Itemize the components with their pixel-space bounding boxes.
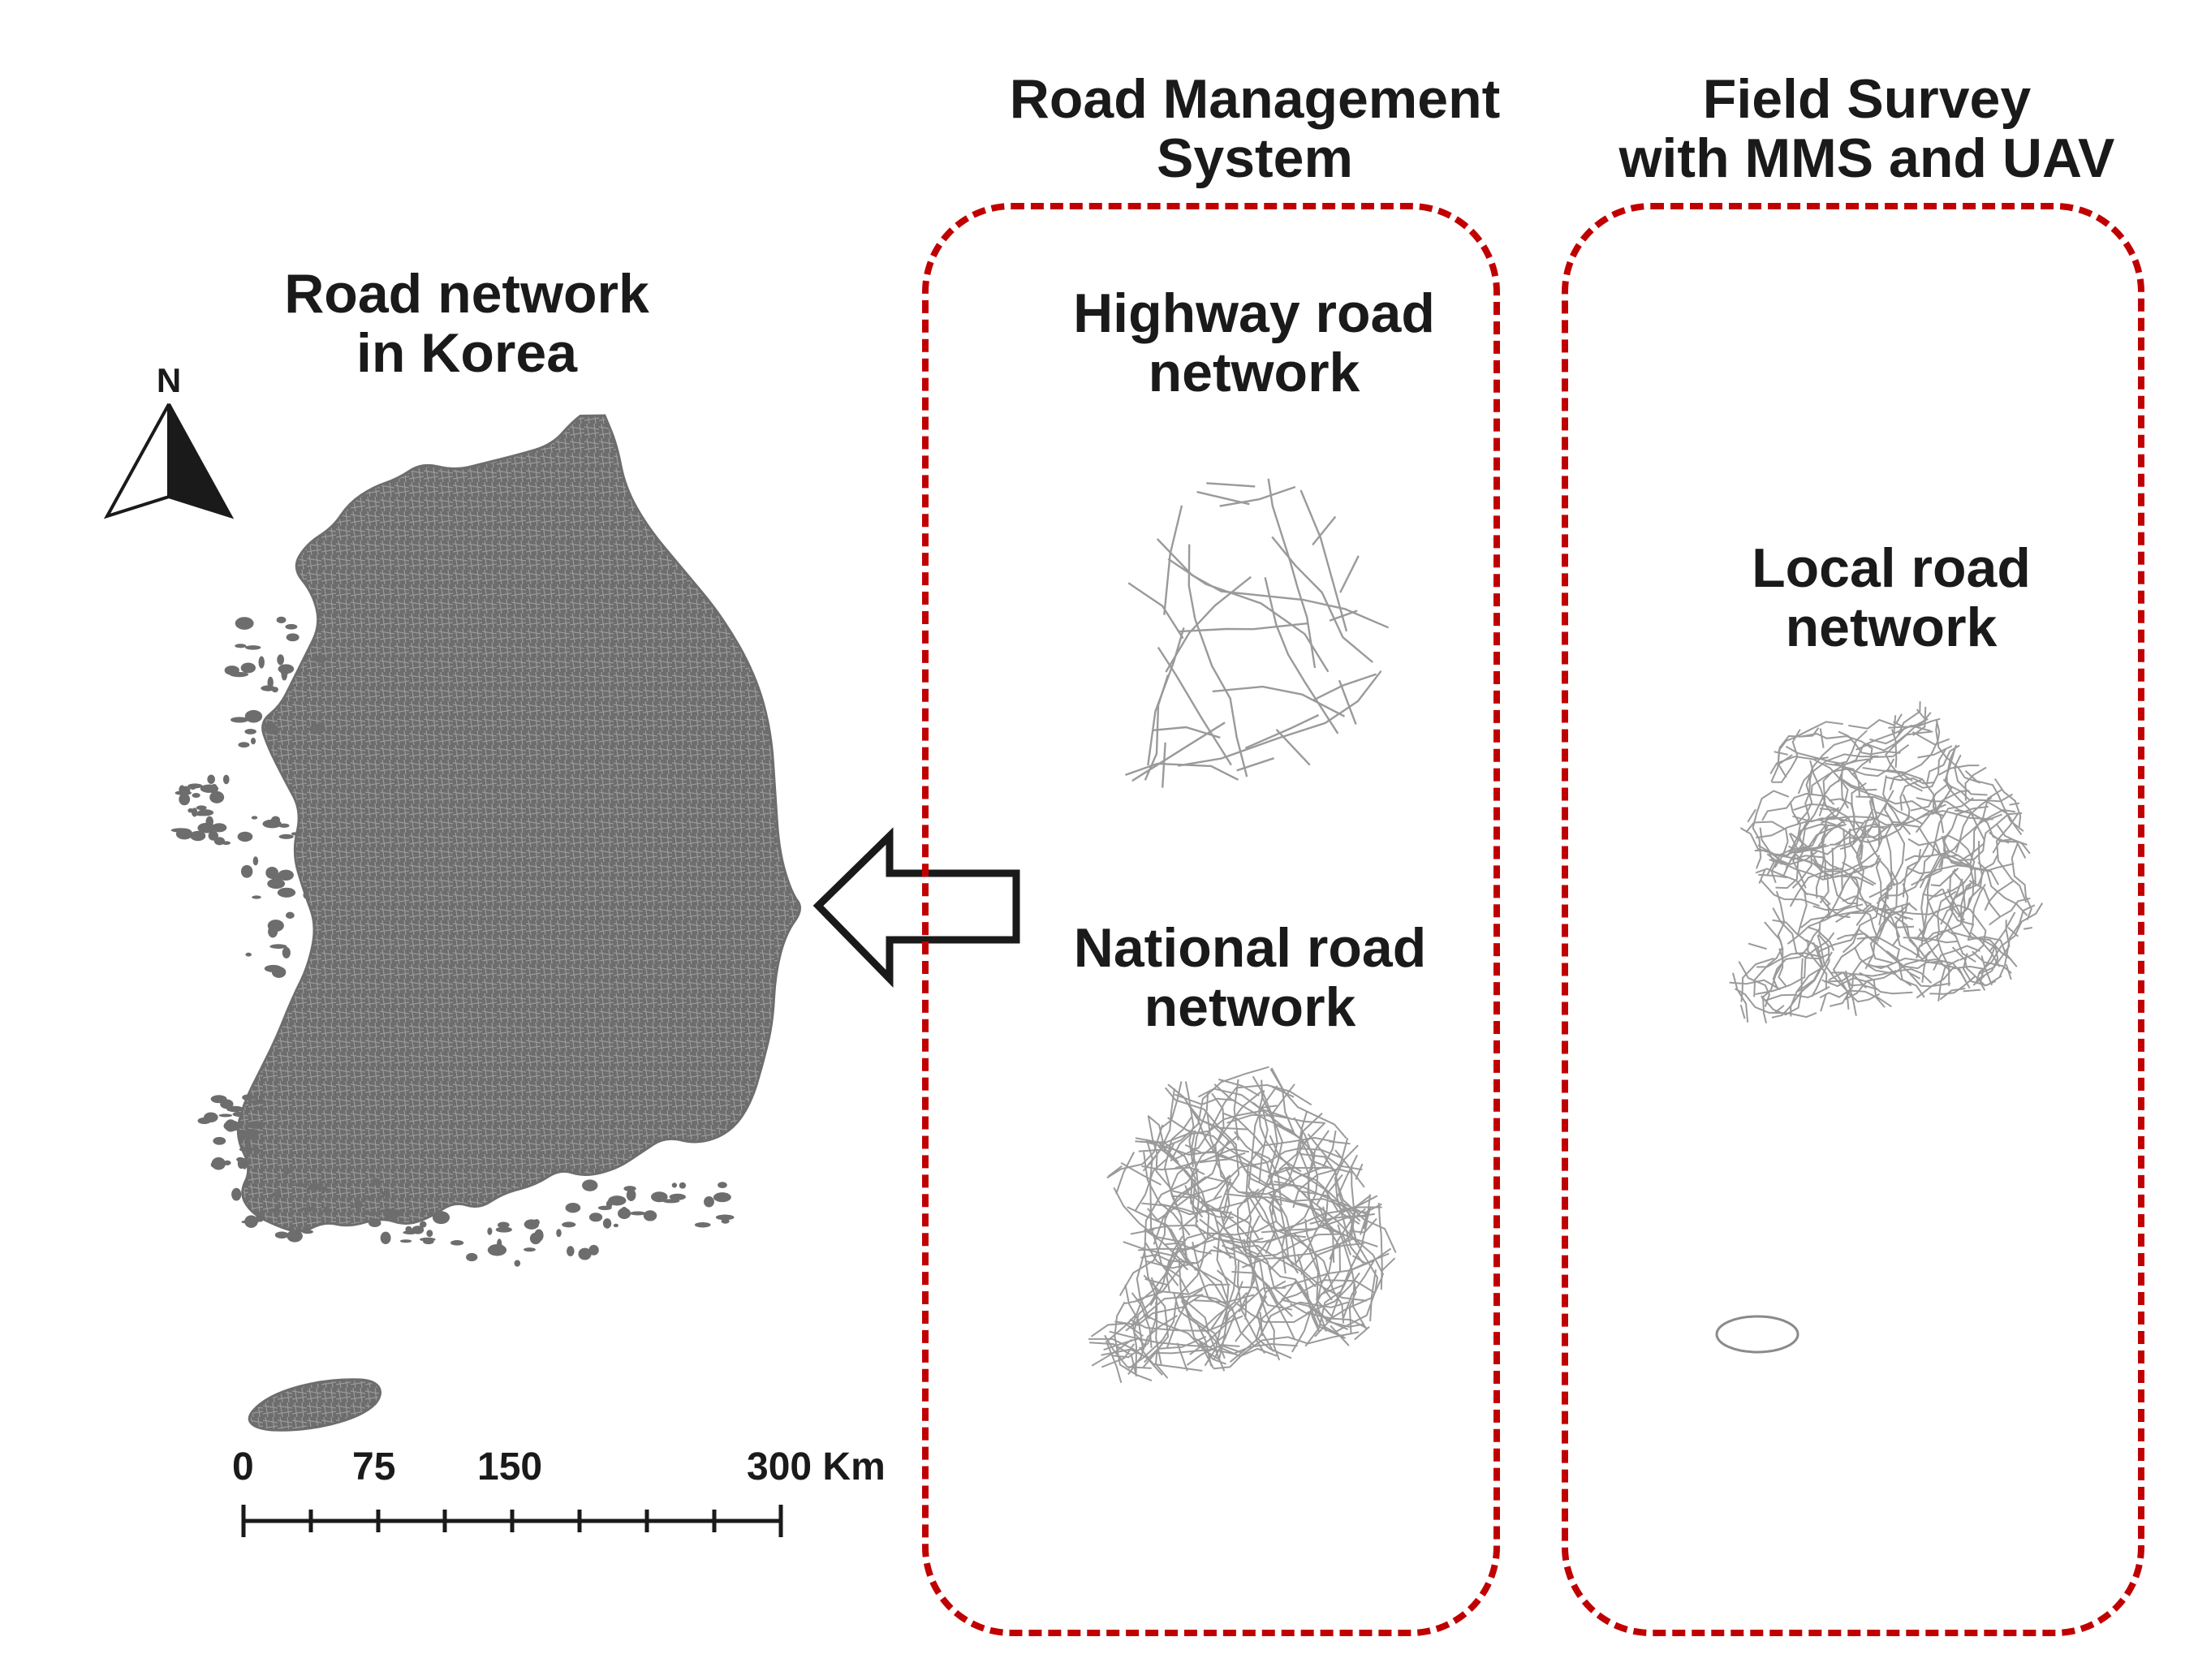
jeju-island xyxy=(248,1378,381,1432)
field-survey-header: Field Survey with MMS and UAV xyxy=(1618,68,2115,190)
rms-header: Road Management System xyxy=(1009,68,1501,190)
national-road-network xyxy=(1088,1066,1397,1384)
korea-coastal-islands xyxy=(170,616,735,1267)
local-network-title: Local road network xyxy=(1752,537,2031,659)
north-arrow-icon xyxy=(103,403,235,519)
local-road-network xyxy=(1715,701,2044,1354)
field-survey-box xyxy=(1562,203,2144,1636)
scale-label-150: 150 xyxy=(477,1445,543,1488)
korea-map-title: Road network in Korea xyxy=(284,263,649,385)
north-arrow-label: N xyxy=(156,361,182,399)
scale-label-300km: 300 Km xyxy=(747,1445,886,1488)
highway-network-title: Highway road network xyxy=(1073,282,1435,404)
hollow-arrow-icon xyxy=(812,827,1020,989)
road-management-system-box xyxy=(922,203,1500,1636)
korea-mainland xyxy=(236,414,802,1233)
scale-bar xyxy=(241,1505,783,1537)
national-network-title: National road network xyxy=(1073,917,1427,1039)
highway-road-network xyxy=(1125,478,1390,788)
korea-road-map xyxy=(170,414,802,1432)
scale-label-0: 0 xyxy=(232,1445,254,1488)
scale-label-75: 75 xyxy=(352,1445,396,1488)
